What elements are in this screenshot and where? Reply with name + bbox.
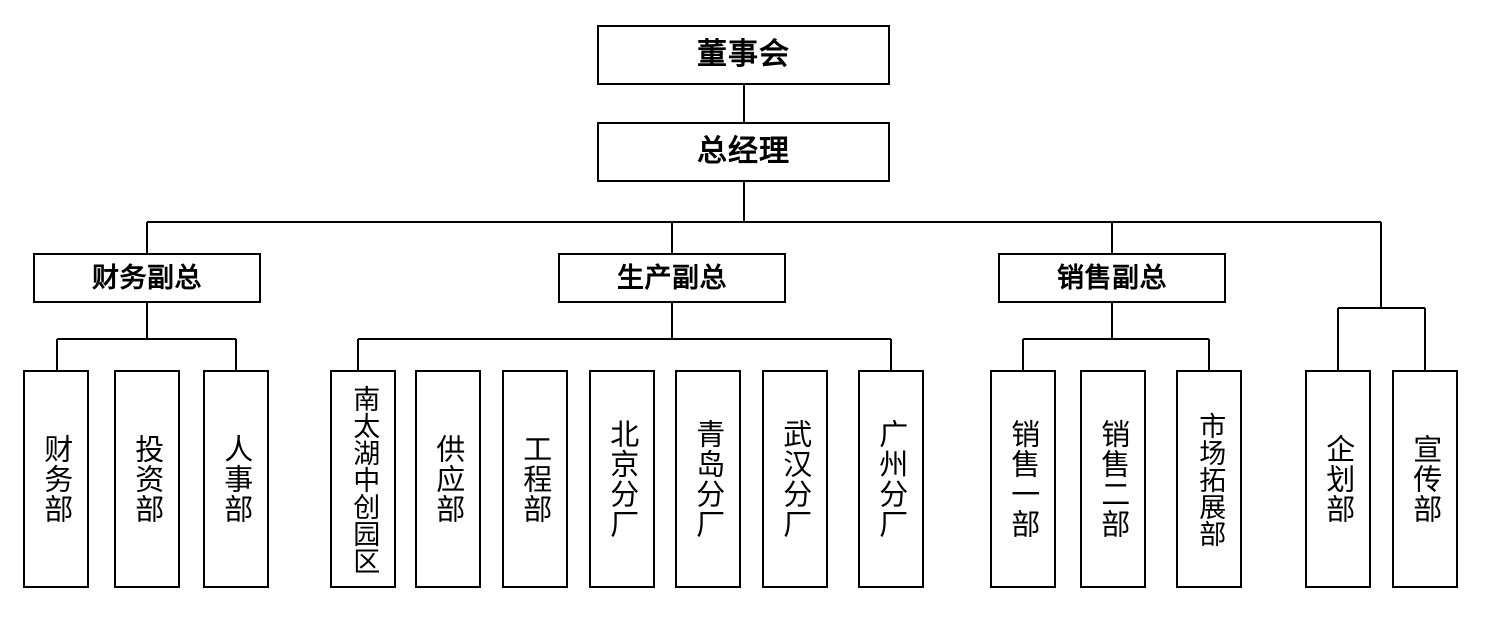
node-label-investment-department: 投资部 (130, 434, 165, 524)
node-vp-finance[interactable]: 财务副总 (33, 253, 261, 303)
node-label-beijing-plant: 北京分厂 (605, 419, 640, 539)
node-label-vp-production: 生产副总 (617, 262, 727, 294)
node-supply-department[interactable]: 供应部 (415, 370, 481, 588)
node-market-development-department[interactable]: 市场拓展部 (1176, 370, 1242, 588)
node-label-wuhan-plant: 武汉分厂 (778, 419, 813, 539)
node-planning-department[interactable]: 企划部 (1305, 370, 1371, 588)
node-label-general-manager: 总经理 (697, 134, 790, 169)
node-label-hr-department: 人事部 (219, 434, 254, 524)
node-label-vp-finance: 财务副总 (92, 262, 202, 294)
node-engineering-department[interactable]: 工程部 (502, 370, 568, 588)
node-beijing-plant[interactable]: 北京分厂 (589, 370, 655, 588)
node-qingdao-plant[interactable]: 青岛分厂 (675, 370, 741, 588)
node-wuhan-plant[interactable]: 武汉分厂 (762, 370, 828, 588)
node-general-manager[interactable]: 总经理 (597, 122, 890, 182)
node-investment-department[interactable]: 投资部 (114, 370, 180, 588)
node-label-guangzhou-plant: 广州分厂 (874, 419, 909, 539)
node-label-vp-sales: 销售副总 (1057, 262, 1167, 294)
node-label-nantaihu-innovation-park: 南太湖中创园区 (348, 384, 380, 574)
node-hr-department[interactable]: 人事部 (203, 370, 269, 588)
node-board-of-directors[interactable]: 董事会 (597, 25, 890, 85)
node-publicity-department[interactable]: 宣传部 (1392, 370, 1458, 588)
node-vp-production[interactable]: 生产副总 (558, 253, 786, 303)
node-label-sales-department-1: 销售一部 (1006, 419, 1041, 539)
node-label-finance-department: 财务部 (39, 434, 74, 524)
node-sales-department-2[interactable]: 销售二部 (1080, 370, 1146, 588)
node-sales-department-1[interactable]: 销售一部 (990, 370, 1056, 588)
node-label-market-development-department: 市场拓展部 (1194, 411, 1226, 547)
node-finance-department[interactable]: 财务部 (23, 370, 89, 588)
node-nantaihu-innovation-park[interactable]: 南太湖中创园区 (330, 370, 396, 588)
node-label-qingdao-plant: 青岛分厂 (691, 419, 726, 539)
node-vp-sales[interactable]: 销售副总 (998, 253, 1226, 303)
node-label-planning-department: 企划部 (1321, 434, 1356, 524)
node-guangzhou-plant[interactable]: 广州分厂 (858, 370, 924, 588)
node-label-engineering-department: 工程部 (518, 434, 553, 524)
node-label-sales-department-2: 销售二部 (1096, 419, 1131, 539)
node-label-supply-department: 供应部 (431, 434, 466, 524)
node-label-board-of-directors: 董事会 (697, 37, 790, 72)
node-label-publicity-department: 宣传部 (1408, 434, 1443, 524)
